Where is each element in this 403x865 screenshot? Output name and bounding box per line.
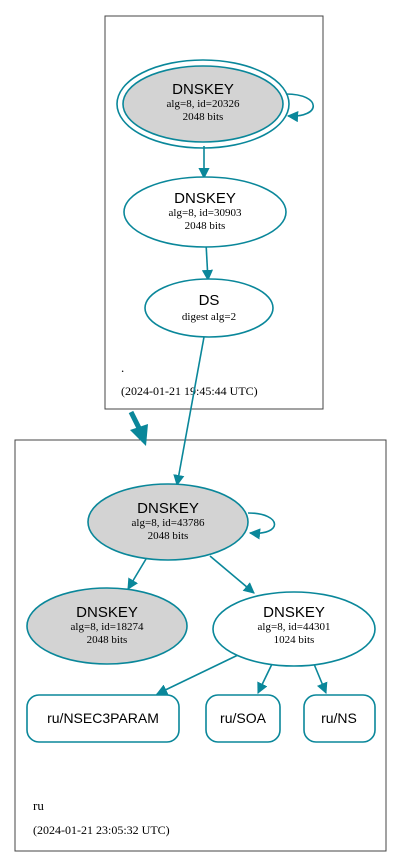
node-root-ksk-line2: 2048 bits bbox=[183, 111, 224, 123]
node-ru-ksk-line2: 2048 bits bbox=[148, 530, 189, 542]
zone-ru: ru (2024-01-21 23:05:32 UTC) bbox=[14, 439, 387, 852]
zone-root-timestamp: (2024-01-21 19:45:44 UTC) bbox=[121, 384, 258, 398]
node-rr-nsec3param-label: ru/NSEC3PARAM bbox=[47, 710, 159, 726]
node-rr-ns-label: ru/NS bbox=[321, 710, 357, 726]
node-root-ds: DS digest alg=2 bbox=[144, 278, 274, 338]
node-rr-nsec3param: ru/NSEC3PARAM bbox=[26, 694, 180, 743]
node-ru-zsk-line1: alg=8, id=44301 bbox=[258, 621, 331, 633]
edge-zsk-to-nsec3param bbox=[155, 654, 239, 695]
delegation-arrow bbox=[128, 410, 148, 446]
node-ru-zsk-title: DNSKEY bbox=[263, 604, 325, 621]
edge-ru-ksk-to-zsk bbox=[209, 555, 255, 594]
node-root-ksk-title: DNSKEY bbox=[172, 81, 234, 98]
node-root-ksk-line1: alg=8, id=20326 bbox=[167, 98, 240, 110]
node-ru-ksk-line1: alg=8, id=43786 bbox=[132, 517, 205, 529]
node-ru-key2: DNSKEY alg=8, id=18274 2048 bits bbox=[26, 587, 188, 665]
edge-root-zsk-to-ds bbox=[201, 242, 214, 282]
edge-ru-ksk-self bbox=[247, 512, 276, 540]
node-rr-ns: ru/NS bbox=[303, 694, 376, 743]
zone-ru-name: ru bbox=[33, 798, 44, 813]
zone-root: . (2024-01-21 19:45:44 UTC) bbox=[104, 15, 324, 410]
node-root-ds-line1: digest alg=2 bbox=[182, 311, 236, 323]
node-root-ds-title: DS bbox=[199, 292, 220, 309]
node-root-zsk-line1: alg=8, id=30903 bbox=[169, 207, 242, 219]
zone-root-name: . bbox=[121, 360, 124, 375]
node-root-zsk: DNSKEY alg=8, id=30903 2048 bits bbox=[123, 176, 287, 248]
node-ru-ksk-title: DNSKEY bbox=[137, 500, 199, 517]
node-ru-ksk: DNSKEY alg=8, id=43786 2048 bits bbox=[87, 483, 249, 561]
node-ru-key2-line1: alg=8, id=18274 bbox=[71, 621, 144, 633]
edge-zsk-to-soa bbox=[257, 663, 273, 695]
zone-ru-timestamp: (2024-01-21 23:05:32 UTC) bbox=[33, 823, 170, 837]
edges bbox=[127, 93, 328, 695]
edge-ds-to-ru-ksk bbox=[173, 336, 205, 487]
node-ru-zsk: DNSKEY alg=8, id=44301 1024 bits bbox=[212, 591, 376, 667]
node-ru-key2-title: DNSKEY bbox=[76, 604, 138, 621]
edge-ru-ksk-to-key2 bbox=[127, 558, 147, 590]
node-root-zsk-line2: 2048 bits bbox=[185, 220, 226, 232]
node-ru-zsk-line2: 1024 bits bbox=[274, 634, 315, 646]
node-root-zsk-title: DNSKEY bbox=[174, 190, 236, 207]
edge-zsk-to-ns bbox=[313, 663, 328, 695]
node-root-ksk: DNSKEY alg=8, id=20326 2048 bits bbox=[116, 59, 290, 149]
node-rr-soa: ru/SOA bbox=[205, 694, 281, 743]
node-rr-soa-label: ru/SOA bbox=[220, 710, 267, 726]
edge-root-ksk-self bbox=[285, 93, 315, 123]
node-ru-key2-line2: 2048 bits bbox=[87, 634, 128, 646]
